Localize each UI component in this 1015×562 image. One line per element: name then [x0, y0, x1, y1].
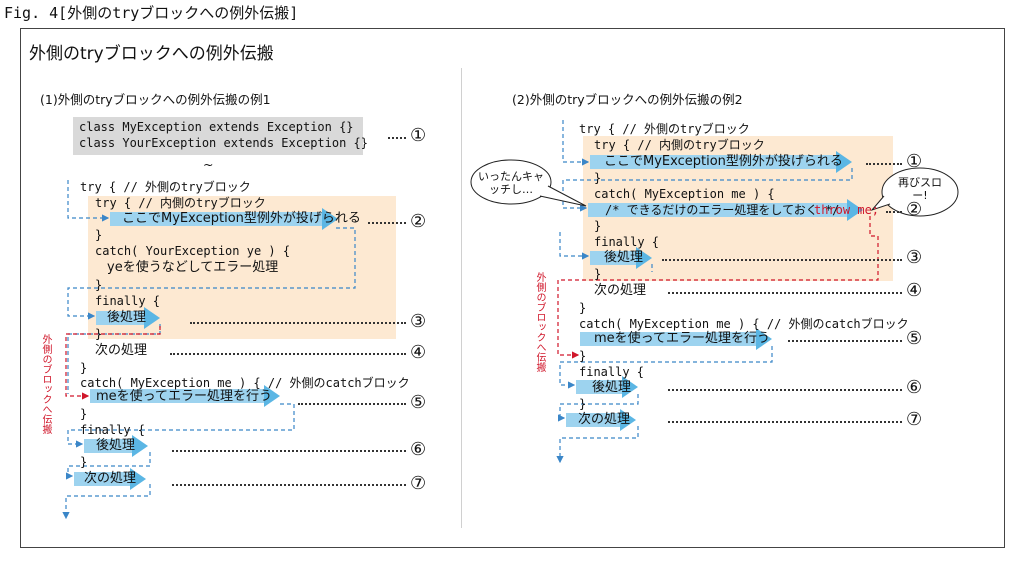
class-your-exception: class YourException extends Exception {}: [79, 136, 368, 150]
marker-4-right: ④: [906, 280, 923, 301]
ye-use-text: yeを使うなどしてエラー処理: [107, 260, 279, 275]
left-subtitle: (1)外側のtryブロックへの例外伝搬の例1: [40, 92, 271, 107]
leader-1-left: [388, 137, 406, 139]
post-process-2: 後処理: [96, 438, 136, 453]
outer-catch-line-r: catch( MyException me ) { // 外側のcatchブロッ…: [579, 317, 909, 331]
close-brace-4: }: [80, 361, 88, 375]
next-process-r2: 次の処理: [578, 412, 631, 427]
post-process-r1: 後処理: [604, 250, 644, 265]
propagate-label-right: 外側のブロックへ伝搬: [534, 272, 545, 372]
marker-6-left: ⑥: [410, 439, 427, 460]
me-use-text: meを使ってエラー処理を行う: [96, 389, 273, 404]
figure-frame: 外側のtryブロックへの例外伝搬: [20, 28, 1005, 548]
marker-2-left: ②: [410, 211, 427, 232]
close-brace-5: }: [80, 407, 88, 421]
outer-try-line: try { // 外側のtryブロック: [80, 180, 251, 194]
throw-here-text-r: ここでMyException型例外が投げられる: [604, 154, 843, 169]
leader-3-left: [190, 322, 406, 324]
close-brace-r5: }: [579, 349, 587, 363]
marker-2-right: ②: [906, 199, 923, 220]
inner-try-line-r: try { // 内側のtryブロック: [594, 138, 765, 152]
marker-4-left: ④: [410, 342, 427, 363]
post-process-r2: 後処理: [592, 380, 632, 395]
throw-me-text: throw me;: [814, 203, 880, 217]
close-brace-3: }: [95, 327, 103, 341]
throw-arrow-left: [110, 208, 338, 230]
leader-3-right: [662, 259, 902, 261]
marker-5-left: ⑤: [410, 392, 427, 413]
marker-3-right: ③: [906, 247, 923, 268]
figure-title: 外側のtryブロックへの例外伝搬: [29, 44, 274, 64]
outer-try-line-r: try { // 外側のtryブロック: [579, 122, 750, 136]
leader-2-right: [886, 211, 902, 213]
class-my-exception: class MyException extends Exception {}: [79, 120, 354, 134]
next-process-r1: 次の処理: [594, 283, 647, 298]
me-use-text-r: meを使ってエラー処理を行う: [594, 331, 771, 346]
close-brace-6: }: [80, 455, 88, 469]
marker-1-right: ①: [906, 151, 923, 172]
leader-1-right: [866, 163, 902, 165]
marker-3-left: ③: [410, 311, 427, 332]
finally-line-1: finally {: [95, 294, 161, 308]
close-brace-1: }: [95, 228, 103, 242]
marker-7-right: ⑦: [906, 409, 923, 430]
marker-7-left: ⑦: [410, 473, 427, 494]
close-brace-r6: }: [579, 397, 587, 411]
right-subtitle: (2)外側のtryブロックへの例外伝搬の例2: [512, 92, 743, 107]
close-brace-r1: }: [594, 171, 602, 185]
marker-6-right: ⑥: [906, 377, 923, 398]
close-brace-2: }: [95, 278, 103, 292]
close-brace-r3: }: [594, 267, 602, 281]
marker-1-left: ①: [410, 125, 427, 146]
leader-5-right: [788, 340, 902, 342]
finally-line-r2: finally {: [579, 365, 645, 379]
propagate-label-left: 外側のブロックへ伝搬: [40, 334, 51, 434]
catch-your-line: catch( YourException ye ) {: [95, 244, 291, 258]
ellipsis-tilde: ~: [203, 157, 214, 172]
figure-caption: Fig. 4[外側のtryブロックへの例外伝搬]: [4, 4, 299, 22]
bubble-catch-once: いったんキャッチし…: [478, 170, 544, 196]
class-declaration-box: [73, 117, 363, 155]
leader-6-right: [668, 389, 902, 391]
leader-2-left: [368, 222, 406, 224]
close-brace-r2: }: [594, 219, 602, 233]
finally-line-2: finally {: [80, 423, 146, 437]
leader-6-left: [172, 450, 406, 452]
post-process-1: 後処理: [107, 310, 147, 325]
leader-7-right: [668, 421, 902, 423]
leader-7-left: [172, 484, 406, 486]
panel-divider: [461, 68, 462, 528]
leader-4-right: [668, 292, 902, 294]
throw-here-text: ここでMyException型例外が投げられる: [122, 211, 361, 226]
next-process-1: 次の処理: [95, 343, 148, 358]
throw-arrow-right: [590, 151, 852, 173]
outer-catch-line: catch( MyException me ) { // 外側のcatchブロッ…: [80, 376, 410, 390]
inner-try-line: try { // 内側のtryブロック: [95, 196, 266, 210]
comment-text-r: /* できるだけのエラー処理をしておく */: [605, 203, 840, 217]
bubble-throw-again: 再びスロー!: [898, 176, 942, 202]
close-brace-r4: }: [579, 301, 587, 315]
finally-line-r1: finally {: [594, 235, 660, 249]
leader-4-left: [170, 353, 406, 355]
next-process-2: 次の処理: [84, 471, 137, 486]
marker-5-right: ⑤: [906, 328, 923, 349]
inner-catch-line-r: catch( MyException me ) {: [594, 187, 775, 201]
leader-5-left: [298, 403, 406, 405]
